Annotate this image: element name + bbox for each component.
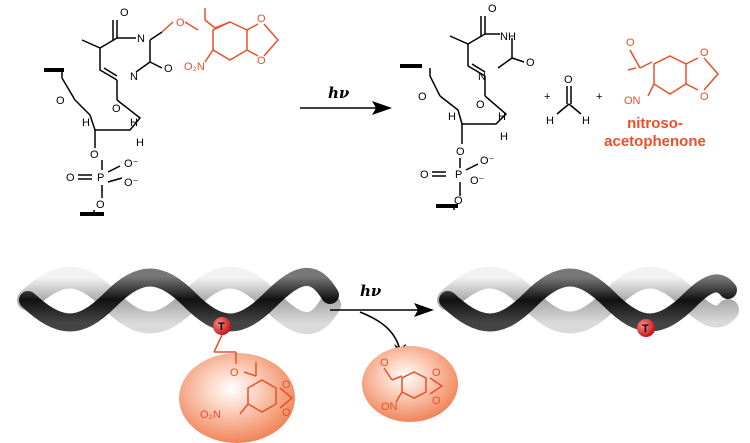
- label-n-ring-top: N: [137, 33, 145, 45]
- product-label-o-bottom: O: [454, 195, 463, 207]
- label-o-double: O: [66, 172, 75, 184]
- cage-glow-attached: [179, 353, 295, 443]
- reactant-cage-group: [161, 8, 279, 63]
- product-label-h3: H: [500, 131, 508, 143]
- dna-helix-right: [437, 266, 739, 334]
- label-o-ring2: O: [257, 55, 266, 67]
- t-label-left: T: [218, 321, 225, 333]
- nitroso-label-o2: O: [700, 91, 709, 103]
- top-reaction-arrow: hν: [300, 84, 392, 115]
- t-label-right: T: [642, 323, 649, 335]
- product-label-nh: NH: [500, 31, 516, 43]
- label-n-ring-bottom: N: [130, 71, 138, 83]
- label-o-ring1: O: [257, 13, 266, 25]
- product-label-o-3: O: [456, 146, 465, 158]
- plus-sign-1: +: [544, 91, 550, 103]
- label-o-3prime: O: [90, 149, 99, 161]
- label-o-sugar-ring: O: [112, 103, 121, 115]
- cage-label-o: O: [230, 367, 239, 379]
- label-h2: H: [130, 117, 138, 129]
- label-h1: H: [82, 117, 90, 129]
- product-label-h1: H: [448, 111, 456, 123]
- product-nucleotide: [400, 16, 525, 210]
- released-label-o1: O: [432, 367, 441, 379]
- nitroso-label-on: ON: [624, 95, 641, 107]
- product-label-o-minus: O⁻: [470, 175, 485, 187]
- label-h3: H: [136, 137, 144, 149]
- product-label-o-5: O: [418, 91, 427, 103]
- attached-cage-structure: [213, 334, 294, 415]
- product-name-line1: nitroso-: [627, 115, 683, 132]
- product-label-h2: H: [498, 111, 506, 123]
- released-label-o2: O: [432, 395, 441, 407]
- product-label-o-top: O: [488, 3, 497, 15]
- label-o-minus-right: O⁻: [124, 177, 139, 189]
- label-o-bottom: O: [96, 199, 105, 211]
- cage-label-o1: O: [282, 379, 291, 391]
- cage-label-o2: O: [282, 407, 291, 419]
- product-label-p: P: [455, 169, 462, 181]
- bottom-arrow-hv-label: hν: [360, 282, 382, 300]
- product-label-o-sugar: O: [476, 99, 485, 111]
- product-name-line2: acetophenone: [604, 133, 706, 150]
- dna-helix-left: [17, 266, 341, 335]
- thymine-marker-left: [213, 317, 231, 335]
- released-label-on: ON: [381, 401, 398, 413]
- label-o-carbonyl-side: O: [164, 63, 173, 75]
- formaldehyde-h-right: H: [582, 115, 590, 127]
- label-o-ether: O: [176, 17, 185, 29]
- product-label-n: N: [478, 71, 486, 83]
- formaldehyde-o: O: [564, 74, 573, 86]
- top-arrow-hv-label: hν: [328, 84, 350, 102]
- released-label-o: O: [380, 357, 389, 369]
- nitroso-acetophenone-structure: [627, 49, 719, 97]
- label-p: P: [97, 172, 104, 184]
- reactant-nucleotide: [44, 20, 163, 216]
- cage-glow-released: [362, 346, 458, 422]
- formaldehyde-h-left: H: [546, 115, 554, 127]
- cage-label-no2: O₂N: [200, 409, 221, 421]
- label-o-carbonyl-top: O: [120, 7, 129, 19]
- product-label-o-side: O: [526, 57, 535, 69]
- product-label-o-minus-top: O⁻: [480, 155, 495, 167]
- product-label-o-double: O: [420, 169, 429, 181]
- plus-sign-2: +: [596, 91, 602, 103]
- label-no2: O₂N: [184, 61, 205, 73]
- nitroso-label-o1: O: [700, 47, 709, 59]
- thymine-marker-right: [637, 319, 655, 337]
- label-o-5prime: O: [56, 95, 65, 107]
- released-nitroso-structure: [383, 367, 444, 403]
- label-o-minus-top: O⁻: [124, 158, 139, 170]
- nitroso-label-o-acetyl: O: [626, 37, 635, 49]
- formaldehyde: [556, 86, 582, 115]
